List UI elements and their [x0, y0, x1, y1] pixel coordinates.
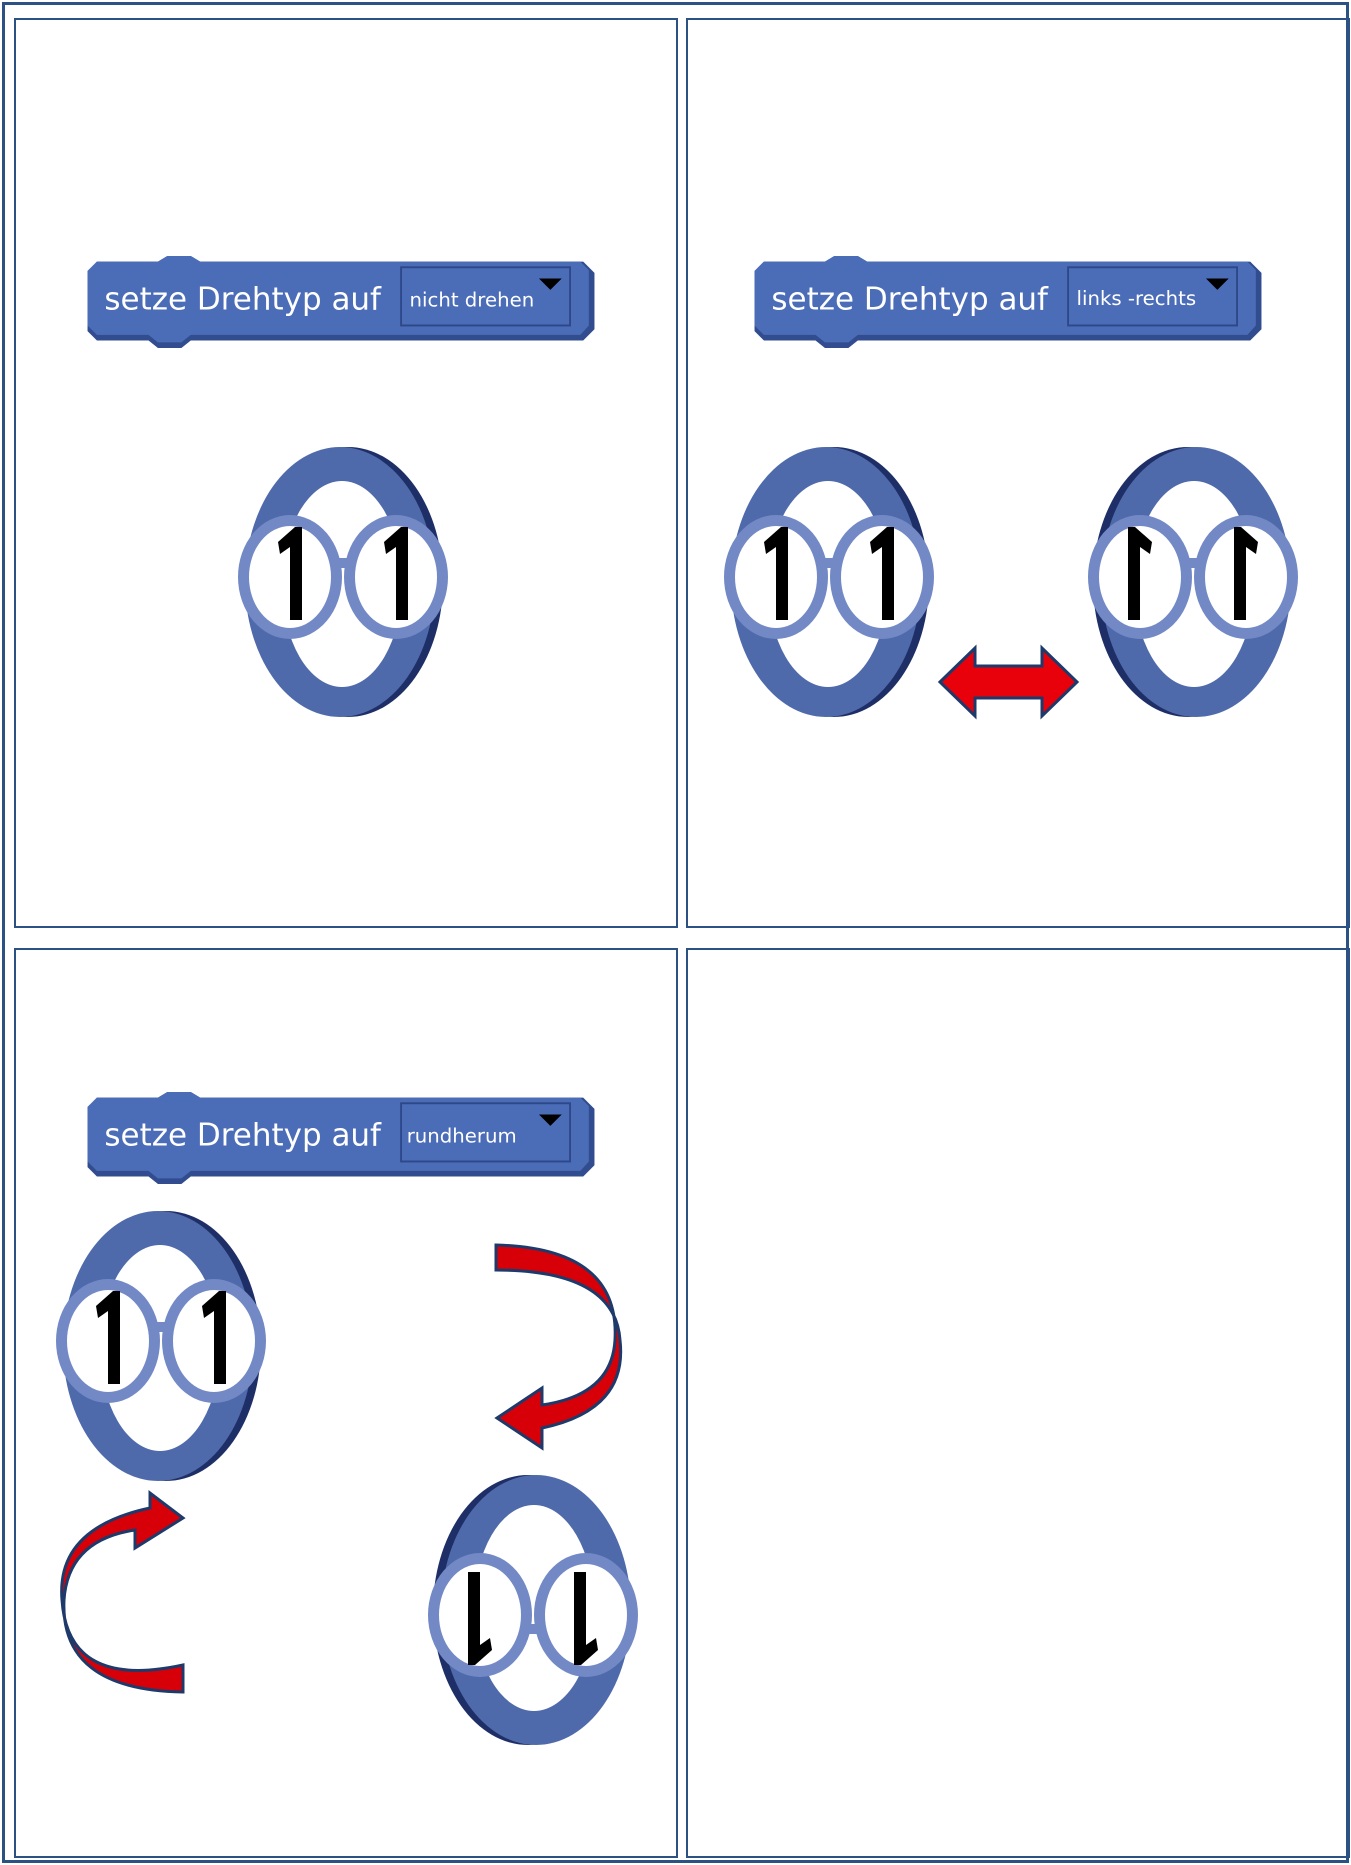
curved-arrow-icon [62, 1493, 183, 1692]
curved-arrow-icon [496, 1245, 621, 1448]
glasses-figure-upside-down-icon [428, 1475, 638, 1745]
glasses-figure-icon [56, 1211, 266, 1481]
